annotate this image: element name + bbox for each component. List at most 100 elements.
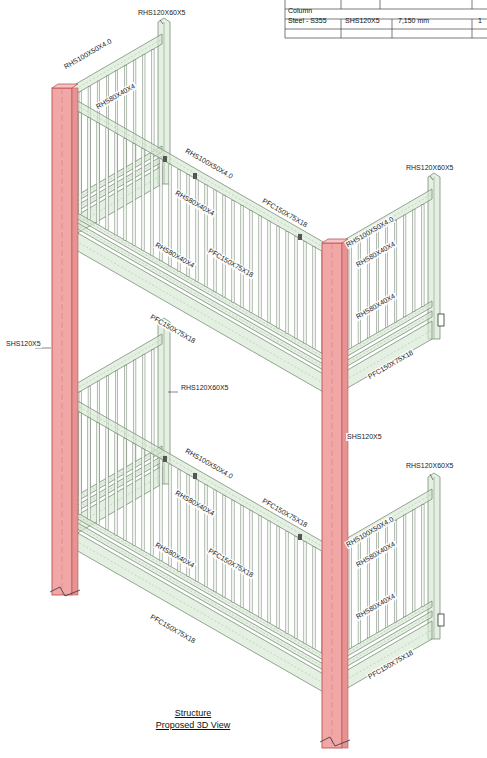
handrail-return-centreline bbox=[332, 194, 432, 252]
member-label: RHS120X60X5 bbox=[405, 462, 454, 470]
member-label: PFC150X75X18 bbox=[206, 247, 256, 280]
baluster bbox=[367, 236, 369, 338]
column-side bbox=[72, 88, 78, 595]
baluster bbox=[295, 536, 297, 638]
column-centreline bbox=[332, 243, 333, 748]
baluster bbox=[115, 433, 117, 535]
baluster bbox=[152, 49, 154, 151]
baluster bbox=[367, 536, 369, 638]
bracket bbox=[438, 614, 444, 626]
baluster bbox=[152, 349, 154, 451]
baluster bbox=[241, 205, 243, 307]
baluster bbox=[214, 490, 216, 592]
baluster bbox=[214, 190, 216, 292]
member-label: RHS120X60X5 bbox=[137, 9, 186, 17]
handrail-beam bbox=[62, 392, 332, 557]
baluster bbox=[223, 195, 225, 297]
schedule-table bbox=[285, 0, 487, 38]
baluster bbox=[295, 236, 297, 338]
baluster bbox=[286, 531, 288, 633]
column-side bbox=[342, 243, 348, 748]
baluster bbox=[413, 210, 415, 312]
drawing-title: Structure bbox=[0, 708, 386, 718]
splice-plate bbox=[193, 173, 197, 179]
splice-plate bbox=[298, 534, 302, 540]
baluster bbox=[241, 505, 243, 607]
member-label: RHS120X60X5 bbox=[405, 164, 454, 172]
baluster bbox=[133, 443, 135, 545]
baluster bbox=[259, 216, 261, 318]
baluster bbox=[376, 531, 378, 633]
column-top bbox=[52, 84, 78, 88]
column-centreline bbox=[62, 88, 63, 595]
baluster bbox=[223, 495, 225, 597]
baluster bbox=[142, 149, 144, 251]
member-label: RHS120X60X5 bbox=[180, 384, 229, 392]
baluster bbox=[124, 438, 126, 540]
table-cell: 1 bbox=[478, 16, 482, 25]
baluster bbox=[404, 515, 406, 617]
baluster bbox=[250, 211, 252, 313]
baluster bbox=[349, 547, 351, 649]
baluster bbox=[232, 500, 234, 602]
baluster bbox=[205, 485, 207, 587]
bracket bbox=[438, 314, 444, 326]
baluster bbox=[106, 128, 108, 230]
handrail-beam bbox=[62, 92, 332, 257]
break-line bbox=[320, 737, 350, 746]
baluster bbox=[88, 418, 90, 520]
baluster bbox=[376, 231, 378, 333]
baluster bbox=[422, 204, 424, 306]
baluster bbox=[277, 526, 279, 628]
member-label: SHS120X5 bbox=[346, 433, 383, 441]
post-edge bbox=[434, 177, 435, 339]
baluster bbox=[385, 225, 387, 327]
baluster bbox=[304, 242, 306, 344]
member-label: PFC150X75X18 bbox=[206, 547, 256, 580]
baluster bbox=[97, 123, 99, 225]
baluster bbox=[232, 200, 234, 302]
baluster bbox=[404, 215, 406, 317]
balcony-frame bbox=[62, 18, 444, 397]
baluster bbox=[286, 231, 288, 333]
baluster bbox=[259, 516, 261, 618]
handrail-beam-centreline bbox=[62, 97, 332, 252]
baluster bbox=[151, 154, 153, 256]
baluster bbox=[88, 118, 90, 220]
column-face bbox=[322, 243, 342, 748]
leader-lines bbox=[35, 20, 433, 480]
member-label: SHS120X5 bbox=[5, 340, 42, 348]
baluster bbox=[106, 428, 108, 530]
baluster bbox=[277, 226, 279, 328]
splice-plate bbox=[193, 473, 197, 479]
table-cell: Column bbox=[288, 6, 312, 15]
table-cell: Steel - S355 bbox=[288, 16, 327, 25]
member-label: PFC150X75X18 bbox=[148, 613, 198, 646]
column-face bbox=[52, 88, 72, 595]
baluster bbox=[413, 510, 415, 612]
baluster bbox=[313, 547, 315, 649]
baluster bbox=[133, 143, 135, 245]
column-shs bbox=[50, 84, 80, 596]
table-cell: SHS120X5 bbox=[345, 16, 380, 25]
baluster bbox=[79, 412, 81, 514]
baluster bbox=[115, 133, 117, 235]
baluster bbox=[79, 112, 81, 214]
baluster bbox=[268, 521, 270, 623]
post-edge bbox=[434, 477, 435, 639]
balcony-frame bbox=[62, 318, 444, 697]
baluster bbox=[385, 525, 387, 627]
handrail-beam-centreline bbox=[62, 397, 332, 552]
splice-plate bbox=[163, 456, 167, 462]
baluster bbox=[97, 423, 99, 525]
table-cell: 7,150 mm bbox=[398, 16, 429, 25]
baluster bbox=[349, 247, 351, 349]
baluster bbox=[250, 511, 252, 613]
baluster bbox=[422, 504, 424, 606]
splice-plate bbox=[163, 156, 167, 162]
baluster bbox=[358, 241, 360, 343]
baluster bbox=[205, 185, 207, 287]
baluster bbox=[313, 247, 315, 349]
